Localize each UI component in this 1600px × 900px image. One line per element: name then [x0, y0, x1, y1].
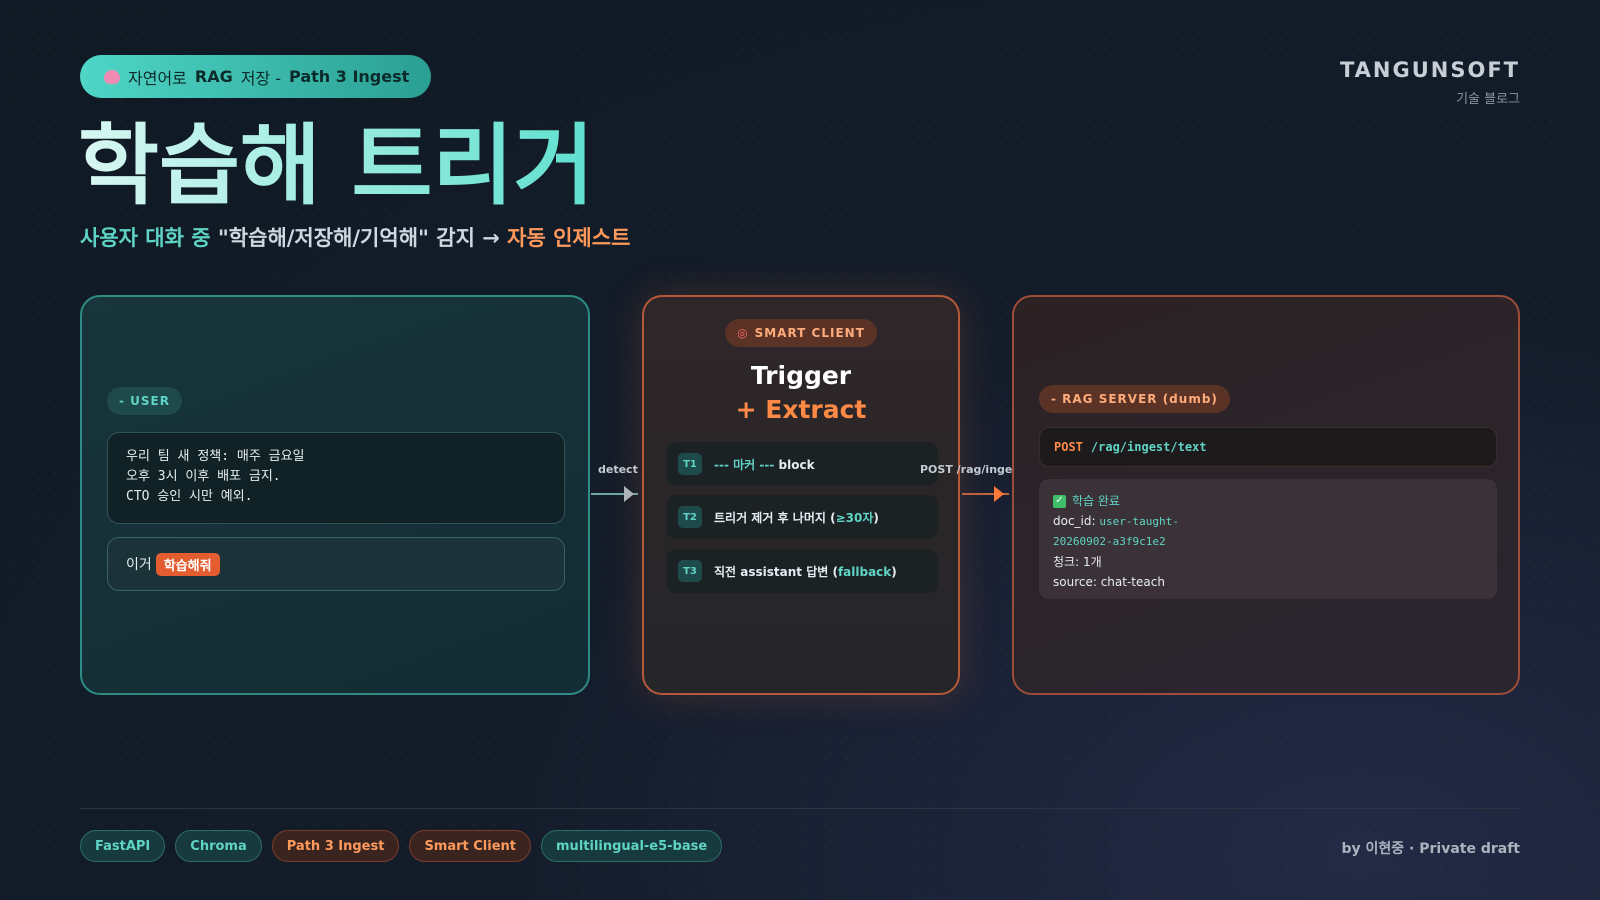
- rule-t2: T2 트리거 제거 후 나머지 (≥30자): [666, 495, 938, 539]
- doc-id-row: doc_id: user-taught-: [1053, 511, 1483, 532]
- smart-client-tag: ◎ SMART CLIENT: [725, 319, 877, 347]
- check-icon: ✓: [1053, 494, 1066, 508]
- rule-condition: fallback: [837, 564, 892, 579]
- message-line: 우리 팀 새 정책: 매주 금요일: [126, 449, 305, 464]
- rule-condition: ≥30자: [835, 510, 874, 525]
- rule-body: block: [778, 457, 815, 472]
- target-icon: ◎: [737, 326, 749, 340]
- endpoint-path: /rag/ingest/text: [1090, 440, 1207, 454]
- rule-text: 트리거 제거 후 나머지 (≥30자): [714, 509, 879, 526]
- subtitle-result: 자동 인제스트: [507, 226, 631, 250]
- page-subtitle: 사용자 대화 중 "학습해/저장해/기억해" 감지 → 자동 인제스트: [80, 222, 630, 252]
- doc-id-value-part1: user-taught-: [1099, 515, 1179, 528]
- result-box: ✓ 학습 완료 doc_id: user-taught- 20260902-a3…: [1039, 479, 1497, 599]
- chunk-count: 청크: 1개: [1053, 555, 1102, 569]
- brain-icon: [104, 69, 120, 84]
- endpoint-box: POST /rag/ingest/text: [1039, 427, 1497, 467]
- topic-badge: 자연어로 RAG 저장 - Path 3 Ingest: [80, 55, 432, 98]
- rag-server-panel: - RAG SERVER (dumb) POST /rag/ingest/tex…: [1012, 295, 1520, 695]
- rule-end: ): [891, 564, 897, 579]
- command-prefix: 이거: [126, 557, 152, 573]
- rule-id: T1: [678, 453, 702, 475]
- rule-text: --- 마커 --- block: [714, 456, 815, 473]
- badge-tail: Path 3 Ingest: [289, 67, 410, 86]
- brand-subtitle: 기술 블로그: [1456, 92, 1520, 107]
- badge-mid: 저장 -: [240, 68, 282, 88]
- rule-t3: T3 직전 assistant 답변 (fallback): [666, 549, 938, 593]
- doc-id-value-part2: 20260902-a3f9c1e2: [1053, 535, 1166, 548]
- post-connector: [962, 493, 1009, 495]
- source: source: chat-teach: [1053, 575, 1165, 589]
- badge-strong: RAG: [194, 67, 233, 86]
- rule-body: 트리거 제거 후 나머지 (: [714, 510, 836, 525]
- rule-end: ): [873, 510, 879, 525]
- post-arrow-icon: [994, 486, 1004, 502]
- smart-client-tag-label: SMART CLIENT: [754, 326, 865, 340]
- chip-path3-ingest: Path 3 Ingest: [271, 830, 400, 862]
- tech-chips: FastAPI Chroma Path 3 Ingest Smart Clien…: [80, 830, 723, 862]
- rule-marker: --- 마커 ---: [714, 457, 775, 472]
- client-title: Trigger + Extract: [644, 359, 958, 427]
- badge-prefix: 자연어로: [128, 68, 187, 88]
- client-title-line2: + Extract: [735, 395, 867, 424]
- client-title-line1: Trigger: [750, 361, 852, 390]
- footer-divider: [80, 808, 1520, 809]
- chip-fastapi: FastAPI: [80, 830, 166, 862]
- chip-smart-client: Smart Client: [409, 830, 532, 862]
- detect-arrow-icon: [624, 486, 634, 502]
- brand: TANGUNSOFT 기술 블로그: [1340, 58, 1520, 107]
- user-panel: - USER 우리 팀 새 정책: 매주 금요일 오후 3시 이후 배포 금지.…: [80, 295, 590, 695]
- rule-id: T2: [678, 506, 702, 528]
- byline: by 이현중 · Private draft: [1341, 841, 1520, 857]
- page-title: 학습해 트리거: [78, 114, 595, 217]
- smart-client-panel: ◎ SMART CLIENT Trigger + Extract T1 --- …: [642, 295, 960, 695]
- rule-id: T3: [678, 560, 702, 582]
- command-highlight: 학습해줘: [155, 552, 220, 576]
- doc-id-label: doc_id:: [1053, 514, 1096, 528]
- subtitle-lead: 사용자 대화 중: [80, 226, 211, 250]
- user-message: 우리 팀 새 정책: 매주 금요일 오후 3시 이후 배포 금지. CTO 승인…: [107, 432, 565, 524]
- detect-connector: [591, 493, 638, 495]
- rule-t1: T1 --- 마커 --- block: [666, 442, 938, 486]
- message-line: CTO 승인 시만 예외.: [126, 489, 253, 504]
- rule-body: 직전 assistant 답변 (: [714, 564, 838, 579]
- chip-chroma: Chroma: [175, 830, 262, 862]
- result-title: 학습 완료: [1072, 494, 1120, 508]
- endpoint-method: POST: [1054, 440, 1083, 454]
- subtitle-arrow: →: [482, 226, 500, 250]
- rule-text: 직전 assistant 답변 (fallback): [714, 563, 897, 580]
- rag-server-tag: - RAG SERVER (dumb): [1039, 385, 1230, 413]
- user-command: 이거 학습해줘: [107, 537, 565, 591]
- detect-label: detect: [598, 463, 638, 476]
- user-tag: - USER: [107, 387, 182, 415]
- message-line: 오후 3시 이후 배포 금지.: [126, 469, 281, 484]
- brand-name: TANGUNSOFT: [1339, 58, 1520, 82]
- result-status: ✓ 학습 완료: [1053, 491, 1483, 511]
- chip-multilingual-e5: multilingual-e5-base: [541, 830, 723, 862]
- subtitle-quote: "학습해/저장해/기억해" 감지: [217, 226, 475, 250]
